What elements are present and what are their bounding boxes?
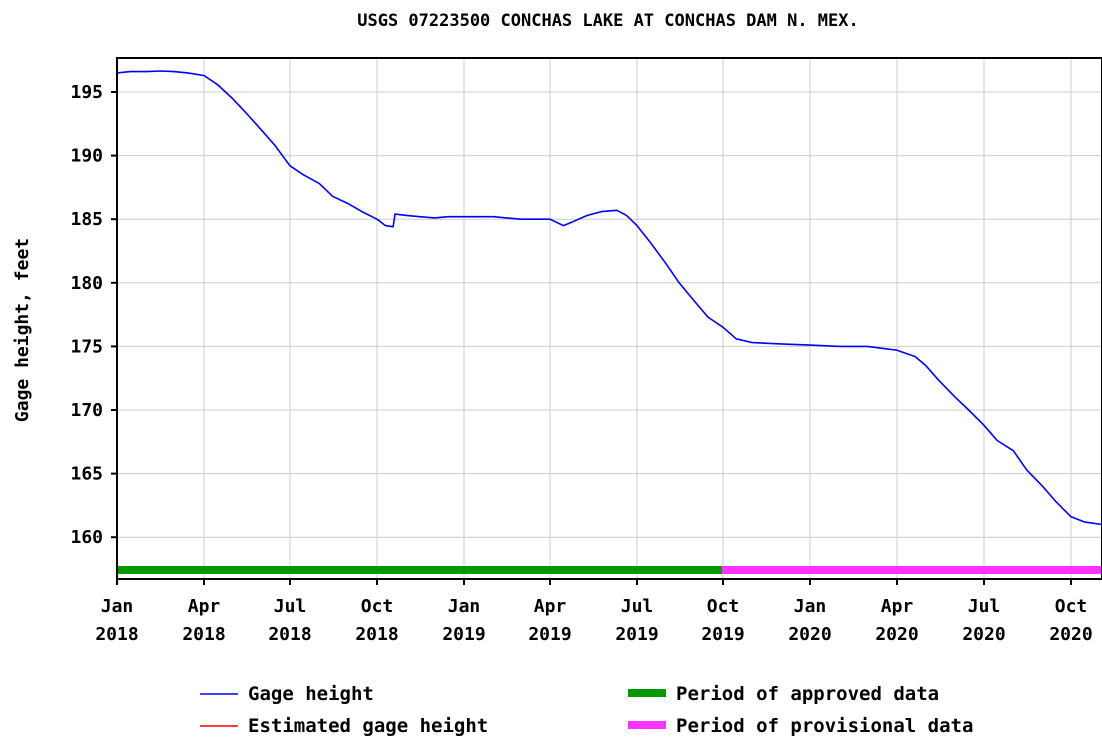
y-tick-label: 180: [70, 273, 103, 294]
x-tick-month: Jan: [794, 596, 827, 617]
y-tick-label: 170: [70, 400, 103, 421]
y-tick-label: 185: [70, 209, 103, 230]
x-tick-month: Apr: [534, 596, 567, 617]
series-lines: [116, 70, 1102, 526]
x-tick-year: 2018: [268, 624, 311, 645]
x-tick-year: 2019: [528, 624, 571, 645]
x-tick-month: Jan: [448, 596, 481, 617]
grid: [117, 58, 1102, 579]
y-axis-label: Gage height, feet: [12, 238, 33, 422]
period-bars: [117, 566, 1102, 574]
legend-label: Gage height: [248, 683, 374, 705]
y-tick-label: 195: [70, 82, 103, 103]
period-bar: [722, 566, 1102, 574]
x-tick-year: 2018: [182, 624, 225, 645]
x-tick-year: 2019: [701, 624, 744, 645]
legend-swatch: [628, 721, 666, 729]
plot-frame: [116, 57, 1102, 580]
y-tick-label: 160: [70, 527, 103, 548]
y-tick-label: 165: [70, 464, 103, 485]
x-tick-year: 2019: [442, 624, 485, 645]
x-tick-month: Apr: [188, 596, 221, 617]
series-line: [116, 70, 1102, 526]
x-tick-year: 2020: [962, 624, 1005, 645]
x-tick-year: 2018: [355, 624, 398, 645]
y-axis-ticks: 195 190 185 180 175 170 165 160: [70, 82, 117, 548]
x-tick-year: 2020: [788, 624, 831, 645]
x-tick-month: Oct: [1055, 596, 1088, 617]
chart-title: USGS 07223500 CONCHAS LAKE AT CONCHAS DA…: [357, 11, 859, 31]
x-tick-year: 2020: [875, 624, 918, 645]
legend-label: Period of approved data: [676, 683, 939, 705]
x-tick-month: Oct: [361, 596, 394, 617]
x-tick-year: 2018: [95, 624, 138, 645]
y-tick-label: 190: [70, 146, 103, 167]
x-tick-year: 2019: [615, 624, 658, 645]
x-tick-month: Jul: [274, 596, 307, 617]
legend-label: Period of provisional data: [676, 715, 973, 737]
x-axis-ticks: Jan 2018 Apr 2018 Jul 2018 Oct 2018 Jan 2019 Apr 20…: [95, 579, 1093, 645]
x-tick-month: Jan: [101, 596, 134, 617]
x-tick-month: Jul: [621, 596, 654, 617]
x-tick-month: Jul: [968, 596, 1001, 617]
period-bar: [117, 566, 723, 574]
legend-swatch: [628, 689, 666, 697]
x-tick-year: 2020: [1049, 624, 1092, 645]
x-tick-month: Oct: [707, 596, 740, 617]
legend-label: Estimated gage height: [248, 715, 488, 737]
x-tick-month: Apr: [881, 596, 914, 617]
y-tick-label: 175: [70, 336, 103, 357]
